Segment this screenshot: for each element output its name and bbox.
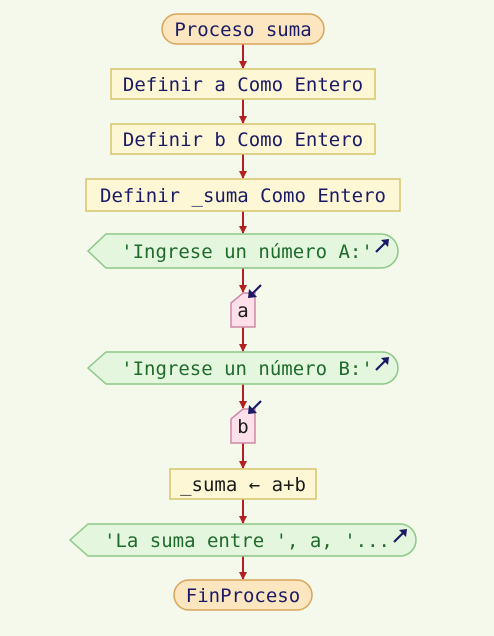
node-label: Definir _suma Como Entero — [100, 185, 386, 207]
input-arrow-icon — [248, 400, 262, 414]
output-shape — [86, 233, 399, 269]
node-assign: _suma ← a+b — [169, 468, 317, 500]
input-shape — [230, 408, 256, 444]
define-shape — [85, 178, 401, 212]
node-label: 'Ingrese un número B:' — [121, 358, 373, 380]
output-arrow-icon — [375, 239, 389, 253]
output-arrow-icon — [375, 357, 389, 371]
node-out-a: 'Ingrese un número A:' — [86, 233, 399, 269]
node-out-result: 'La suma entre ', a, '... — [68, 523, 417, 557]
node-label: 'La suma entre ', a, '... — [104, 530, 390, 552]
node-def-suma: Definir _suma Como Entero — [85, 178, 401, 212]
node-def-a: Definir a Como Entero — [110, 68, 376, 100]
node-in-b: b — [230, 400, 262, 444]
output-arrow-icon — [393, 529, 407, 543]
process-shape — [169, 468, 317, 500]
node-end: FinProceso — [173, 579, 313, 611]
node-label: FinProceso — [186, 585, 300, 607]
input-shape — [230, 292, 256, 328]
node-label: _suma ← a+b — [180, 474, 306, 496]
node-out-b: 'Ingrese un número B:' — [86, 351, 399, 385]
node-label: b — [237, 416, 248, 438]
node-in-a: a — [230, 284, 262, 328]
define-shape — [110, 123, 376, 155]
output-shape — [68, 523, 417, 557]
node-label: Definir a Como Entero — [123, 74, 363, 96]
node-label: a — [237, 300, 248, 322]
node-start: Proceso suma — [161, 13, 325, 45]
node-def-b: Definir b Como Entero — [110, 123, 376, 155]
node-label: Proceso suma — [174, 19, 311, 41]
node-label: 'Ingrese un número A:' — [121, 241, 373, 263]
node-label: Definir b Como Entero — [123, 129, 363, 151]
define-shape — [110, 68, 376, 100]
terminal-shape — [173, 579, 313, 611]
input-arrow-icon — [248, 284, 262, 298]
terminal-shape — [161, 13, 325, 45]
output-shape — [86, 351, 399, 385]
